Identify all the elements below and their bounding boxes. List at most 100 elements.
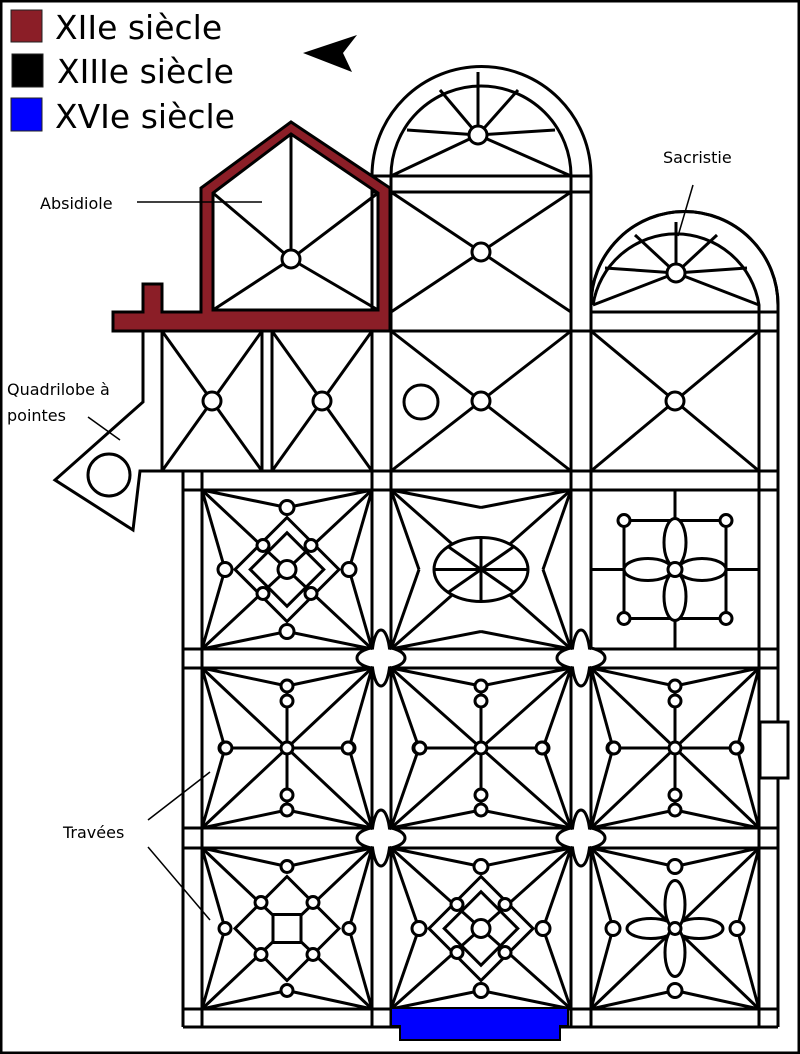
rib [674, 846, 760, 868]
legend-label-13th: XIIIe siècle [57, 52, 234, 91]
rib [347, 667, 374, 749]
boss [666, 561, 684, 578]
lobe-fill [359, 649, 403, 667]
rib [479, 846, 573, 930]
rib [541, 847, 573, 929]
rib [200, 488, 289, 571]
rib [389, 569, 421, 650]
rib [201, 630, 288, 651]
boss [667, 693, 683, 709]
label-absidiole: Absidiole [40, 194, 113, 213]
rib [480, 666, 572, 688]
boss [472, 982, 490, 999]
rib [735, 747, 761, 829]
boss [667, 787, 683, 803]
lobe-fill [359, 829, 403, 847]
rib [347, 489, 374, 570]
quatrefoil-keystone [555, 808, 607, 868]
rib [673, 927, 761, 1011]
travee-vault [389, 666, 573, 830]
boss [279, 802, 295, 818]
rib [200, 569, 227, 650]
travee-vault [589, 846, 761, 1011]
rib [589, 847, 615, 929]
lobe-fill [559, 649, 603, 667]
rib [390, 808, 482, 830]
rib [347, 747, 374, 829]
rib [201, 846, 288, 868]
rib [389, 747, 421, 829]
sixteenth-century-addition [390, 1007, 569, 1041]
boss [305, 947, 321, 962]
rib [389, 847, 421, 929]
legend-swatch-12th-century [10, 9, 43, 43]
boss [255, 586, 271, 601]
boss [201, 390, 223, 412]
vault-diamond [232, 874, 342, 983]
boss [497, 897, 513, 912]
rib [541, 928, 573, 1010]
boss [497, 945, 513, 960]
vault-diamond [248, 530, 326, 609]
vault-diamond [442, 889, 520, 968]
rib [286, 808, 373, 830]
label-quadrilobe-2: pointes [7, 406, 66, 425]
quatrefoil-keystone [555, 628, 607, 688]
boss [470, 390, 492, 412]
label-travees: Travées [62, 823, 124, 842]
rib [390, 666, 482, 688]
boss [279, 983, 295, 998]
rib [201, 488, 288, 509]
rib [286, 666, 373, 688]
label-quadrilobe-1: Quadrilobe à [7, 380, 110, 399]
rib [347, 928, 374, 1010]
boss [253, 895, 269, 910]
boss [303, 586, 319, 601]
boss [473, 693, 489, 709]
boss [534, 920, 552, 937]
rib [285, 746, 374, 830]
rib [480, 989, 572, 1011]
boss [604, 920, 622, 937]
legend-label-16th: XVIe siècle [55, 97, 235, 136]
boss [667, 740, 683, 756]
boss [473, 787, 489, 803]
vault-diamond [426, 874, 536, 983]
boss [255, 538, 271, 553]
rib [735, 667, 761, 749]
boss [728, 920, 746, 937]
boss [279, 693, 295, 709]
rib [673, 666, 761, 750]
boss [412, 740, 428, 756]
rib [390, 989, 482, 1011]
travee-vault [200, 488, 374, 651]
travee-vault [389, 846, 573, 1011]
travee-vault [200, 846, 374, 1011]
boss [667, 678, 683, 694]
rib [589, 846, 677, 930]
boss [253, 947, 269, 962]
rib [200, 928, 227, 1010]
rib [477, 128, 556, 137]
rib [541, 569, 573, 650]
rib [589, 746, 677, 830]
rib [589, 927, 677, 1011]
rib [389, 928, 421, 1010]
rib [480, 808, 572, 830]
travee-vault [200, 666, 374, 830]
boss [473, 678, 489, 694]
rib [592, 271, 677, 307]
boss [666, 982, 684, 999]
boss [616, 611, 632, 626]
rib [480, 846, 572, 868]
rib [406, 128, 479, 137]
rib [347, 569, 374, 650]
rib [541, 747, 573, 829]
rib [390, 630, 482, 651]
rib [390, 666, 482, 750]
rib [735, 847, 761, 929]
rib [673, 846, 761, 930]
rib [675, 271, 760, 307]
